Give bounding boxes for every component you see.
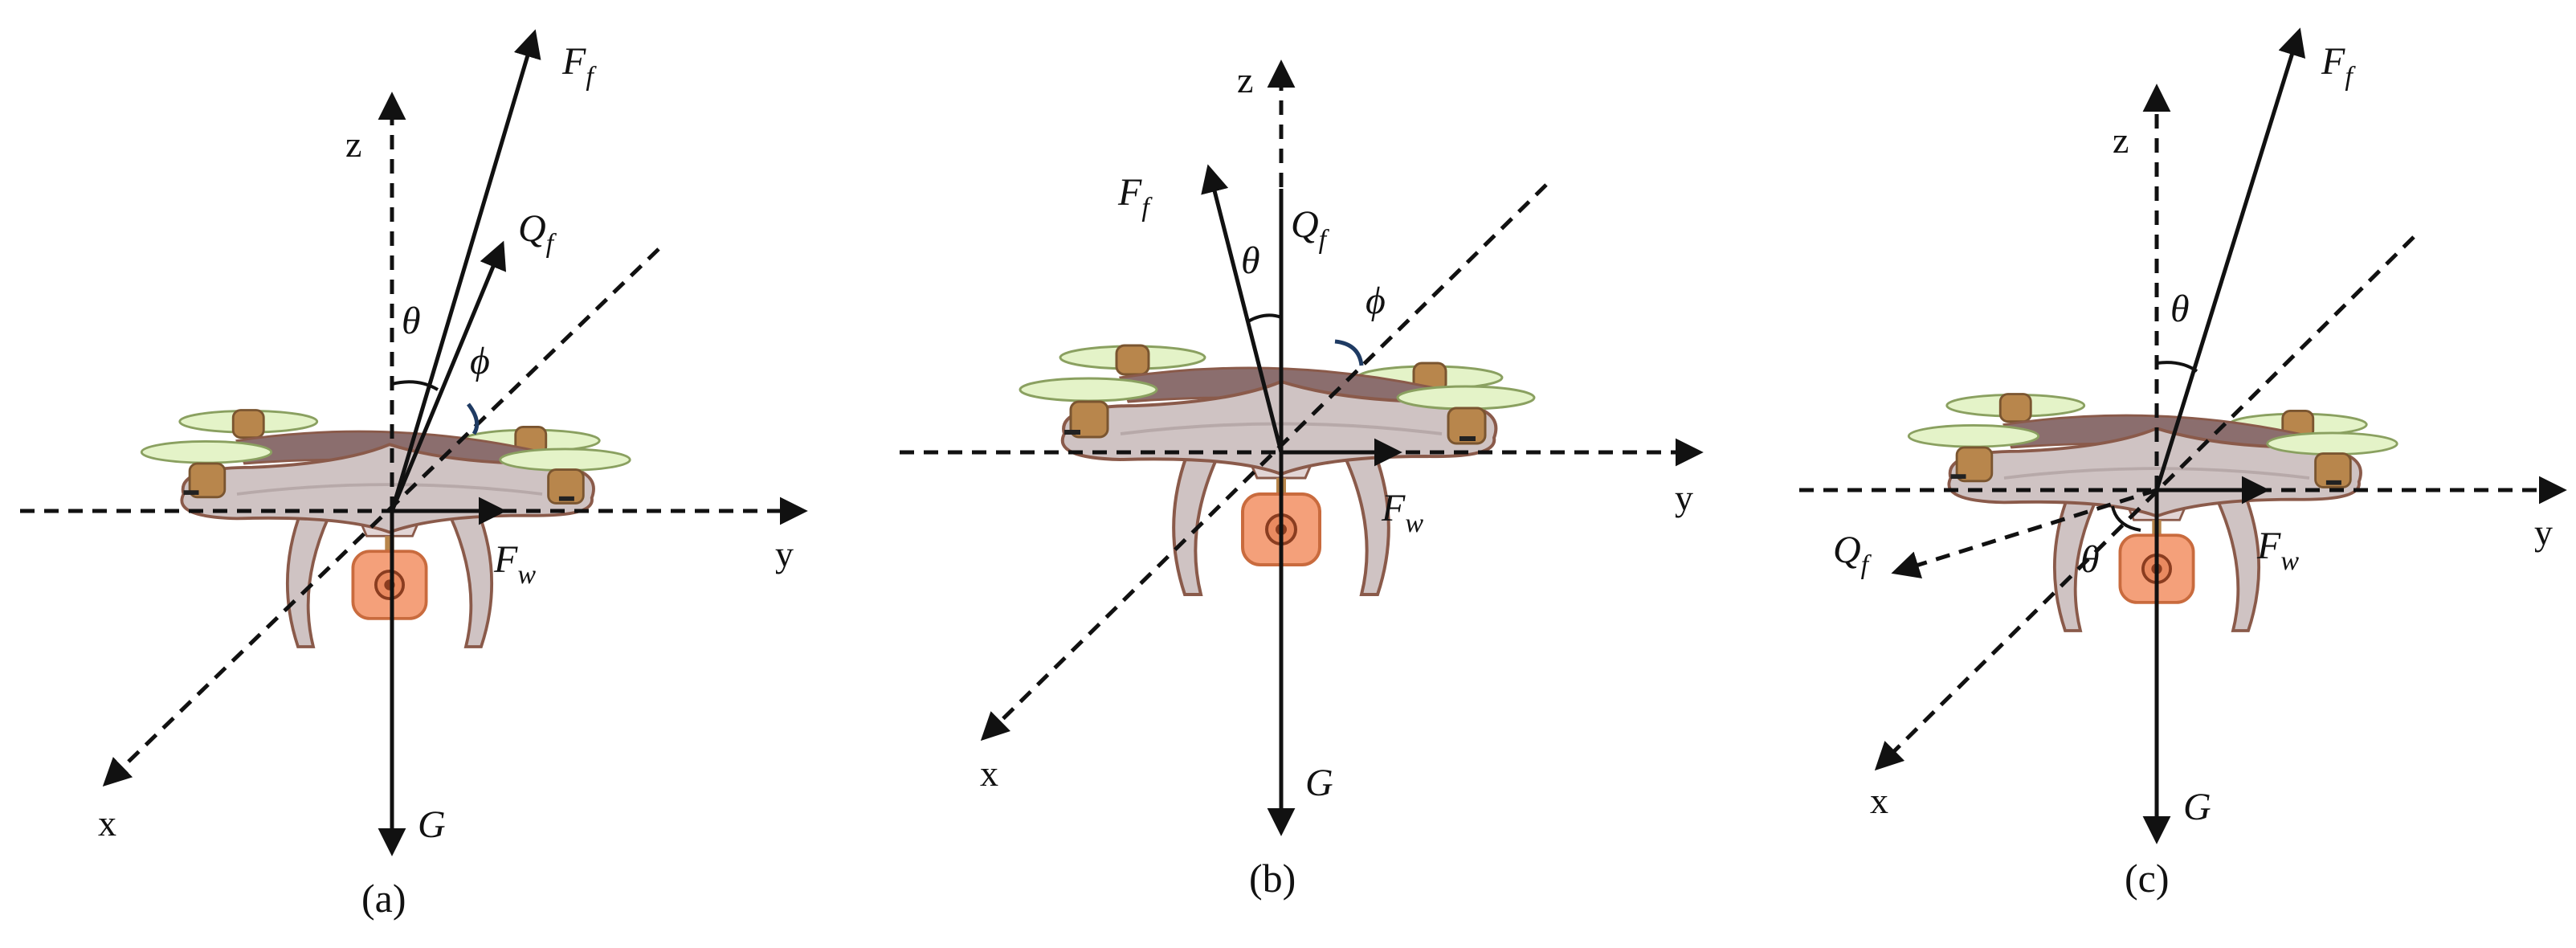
theta2-label-c: θ [2080,538,2100,581]
drone-illustration-a [140,408,632,648]
ff-label-a: Ff [561,40,597,92]
drone-illustration-c [1907,392,2399,632]
caption-a: (a) [361,876,406,921]
theta-label-a: θ [402,300,421,342]
phi-label-b: ϕ [1366,280,1386,322]
z-label-b: z [1237,59,1253,100]
x-axis-c [1874,235,2415,771]
theta-arc-c [2156,361,2198,373]
x-axis-b [980,183,1548,742]
force-ff-arrow-b [1201,164,1284,453]
fw-label-c: Fw [2256,525,2299,576]
x-label-c: x [1870,780,1888,821]
qf-label-b: Qf [1291,203,1330,255]
force-ff-arrow-a [390,29,541,512]
fw-label-a: Fw [493,538,536,590]
fw-label-b: Fw [1381,487,1423,538]
panel-c: z y x Ff Qf Fw G θ θ (c) [1799,27,2567,901]
phi-label-a: ϕ [470,340,490,382]
x-axis-a [102,247,660,787]
g-label-c: G [2183,786,2211,828]
g-label-b: G [1305,762,1333,804]
force-qf-arrow-c [1891,488,2158,578]
z-label-c: z [2113,120,2129,161]
ff-label-b: Ff [1117,171,1153,223]
g-label-a: G [418,803,446,846]
theta-arc-a [391,380,439,391]
theta-arc-b [1247,313,1282,323]
drone-illustration-b [1019,344,1536,596]
y-label-b: y [1675,477,1693,518]
z-label-a: z [345,124,361,165]
phi-arc-a [466,402,480,435]
y-label-a: y [775,533,794,574]
qf-label-c: Qf [1833,529,1872,580]
qf-label-a: Qf [518,207,557,259]
force-ff-arrow-c [2154,27,2306,491]
theta-label-b: θ [1241,239,1260,282]
theta-label-c: θ [2170,288,2190,330]
caption-c: (c) [2125,856,2170,901]
y-label-c: y [2534,512,2553,553]
phi-arc-b [1334,339,1364,366]
theta2-arc-c [2111,505,2141,532]
panel-b: z y x Ff Qf Fw G θ ϕ (b) [900,59,1704,901]
force-qf-arrow-a [390,240,507,512]
caption-b: (b) [1249,856,1296,901]
panel-a: z y x Ff Qf Fw G θ ϕ (a) [20,29,808,921]
x-label-b: x [980,753,998,794]
x-label-a: x [98,803,116,844]
ff-label-c: Ff [2321,40,2356,92]
